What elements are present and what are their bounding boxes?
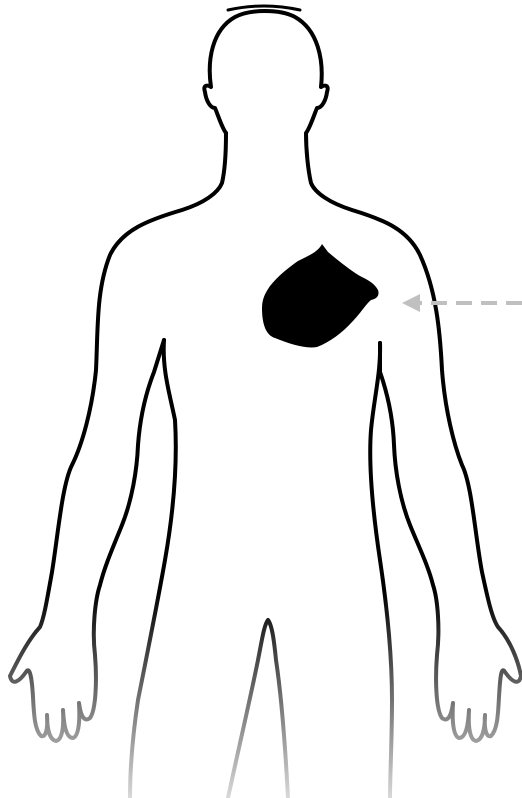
marked-region bbox=[262, 244, 379, 347]
body-outline-left-arm bbox=[10, 133, 226, 741]
body-outline bbox=[204, 11, 521, 741]
inner-legs-outline bbox=[228, 620, 288, 798]
arrow-head bbox=[402, 294, 420, 312]
inner-line-left bbox=[130, 340, 176, 798]
